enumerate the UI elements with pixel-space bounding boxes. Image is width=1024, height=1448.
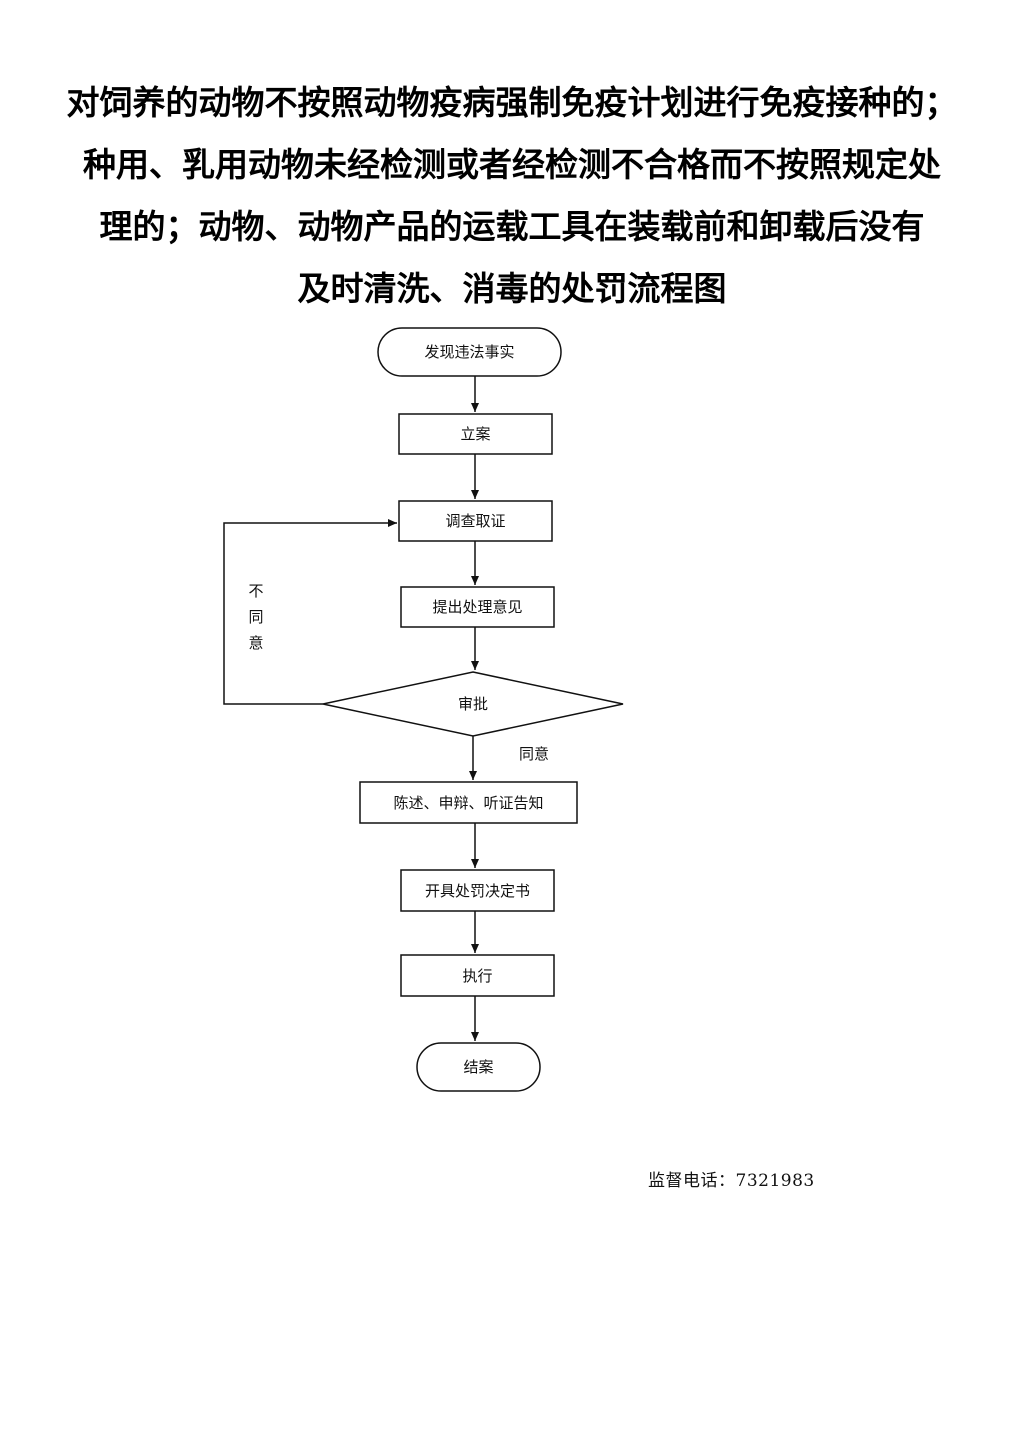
title-line-2: 种用、乳用动物未经检测或者经检测不合格而不按照规定处 <box>83 145 941 184</box>
notify-box-label: 陈述、申辩、听证告知 <box>393 794 543 812</box>
propose-box <box>400 586 555 628</box>
propose-box-label: 提出处理意见 <box>432 598 522 616</box>
disagree-label-1: 不 <box>248 582 263 600</box>
supervision-hotline: 监督电话：7321983 <box>648 1166 815 1191</box>
decision-box <box>400 869 555 912</box>
title-line-4: 及时清洗、消毒的处罚流程图 <box>297 269 727 308</box>
start-terminal-label: 发现违法事实 <box>424 343 514 361</box>
start-terminal <box>377 327 562 377</box>
notify-box <box>359 781 578 824</box>
title-line-3: 理的；动物、动物产品的运载工具在装载前和卸载后没有 <box>99 207 925 246</box>
investigate-box-label: 调查取证 <box>445 512 505 530</box>
hotline-number: 7321983 <box>735 1171 815 1191</box>
approve-decision-label: 审批 <box>458 695 488 713</box>
end-terminal <box>416 1042 541 1092</box>
disagree-loop-line <box>223 519 397 705</box>
agree-label: 同意 <box>519 745 549 763</box>
hotline-label: 监督电话： <box>648 1171 736 1191</box>
decision-box-label: 开具处罚决定书 <box>425 882 530 900</box>
end-terminal-label: 结案 <box>463 1058 493 1076</box>
investigate-box <box>398 500 553 542</box>
execute-box <box>400 954 555 997</box>
disagree-label-2: 同 <box>248 608 263 626</box>
disagree-label-3: 意 <box>248 634 263 652</box>
register-box-label: 立案 <box>460 425 490 443</box>
document-title: 对饲养的动物不按照动物疫病强制免疫计划进行免疫接种的； 种用、乳用动物未经检测或… <box>40 72 984 320</box>
title-line-1: 对饲养的动物不按照动物疫病强制免疫计划进行免疫接种的； <box>66 83 958 122</box>
execute-box-label: 执行 <box>462 967 492 985</box>
